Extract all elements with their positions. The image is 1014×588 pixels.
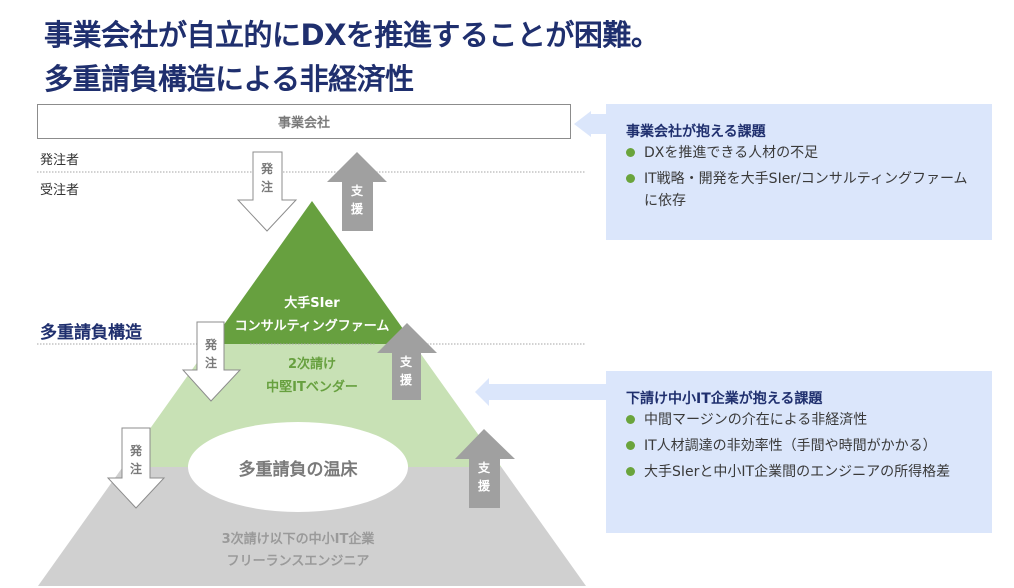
subcontractor-issues-title: 下請け中小IT企業が抱える課題 xyxy=(626,391,823,407)
order-arrow-3 xyxy=(106,427,166,509)
client-issues-title: 事業会社が抱える課題 xyxy=(626,124,766,140)
support-arrow-3 xyxy=(455,429,515,508)
support-arrow-1 xyxy=(327,152,387,231)
subcontractor-issues-pointer-arrow xyxy=(475,378,606,406)
tier3-label: 3次請け以下の中小IT企業 フリーランスエンジニア xyxy=(221,532,375,569)
client-company-box: 事業会社 xyxy=(37,104,571,139)
subcontractor-issue-item: 大手SIerと中小IT企業間のエンジニアの所得格差 xyxy=(626,461,972,483)
order-arrow-1-label: 発注 xyxy=(260,162,273,194)
client-issue-item: DXを推進できる人材の不足 xyxy=(626,142,972,164)
order-arrow-2-label: 発注 xyxy=(204,338,217,370)
client-issue-item: IT戦略・開発を大手SIer/コンサルティングファームに依存 xyxy=(626,168,972,212)
order-arrow-2 xyxy=(181,321,242,402)
subcontractor-issue-item: 中間マージンの介在による非経済性 xyxy=(626,409,972,431)
client-issues-panel: 事業会社が抱える課題 DXを推進できる人材の不足 IT戦略・開発を大手SIer/… xyxy=(606,104,992,240)
tier1-label: 大手SIer コンサルティングファーム xyxy=(234,296,390,334)
tier2-label: 2次請け 中堅ITベンダー xyxy=(266,357,358,395)
client-issues-pointer-arrow xyxy=(574,111,606,137)
order-arrow-3-label: 発注 xyxy=(129,444,142,476)
hotbed-ellipse xyxy=(188,422,408,512)
page-title-line2: 多重請負構造による非経済性 xyxy=(44,62,414,96)
bullet-icon xyxy=(626,148,635,157)
subcontractor-issue-item: IT人材調達の非効率性（手間や時間がかかる） xyxy=(626,435,972,457)
support-arrow-2 xyxy=(377,323,437,400)
support-arrow-2-label: 支援 xyxy=(399,355,412,387)
bullet-icon xyxy=(626,467,635,476)
support-arrow-3-label: 支援 xyxy=(477,461,490,493)
subcontractor-issues-panel: 下請け中小IT企業が抱える課題 中間マージンの介在による非経済性 IT人材調達の… xyxy=(606,371,992,533)
bullet-icon xyxy=(626,415,635,424)
order-arrow-1 xyxy=(236,151,298,232)
support-arrow-1-label: 支援 xyxy=(350,184,363,216)
bullet-icon xyxy=(626,174,635,183)
multi-layer-structure-label: 多重請負構造 xyxy=(40,323,142,343)
orderer-label: 発注者 xyxy=(40,153,80,168)
hotbed-label: 多重請負の温床 xyxy=(238,460,358,480)
page-title-line1: 事業会社が自立的にDXを推進することが困難。 xyxy=(44,18,660,52)
contractor-label: 受注者 xyxy=(40,183,80,198)
bullet-icon xyxy=(626,441,635,450)
